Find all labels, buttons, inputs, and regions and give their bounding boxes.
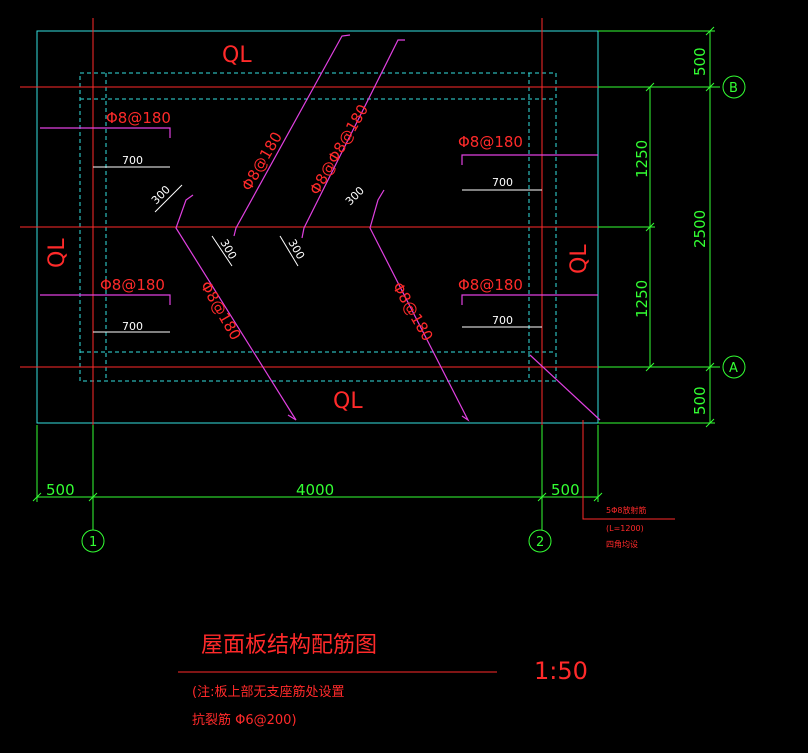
ql-label-right: QL	[567, 244, 592, 274]
drawing-title: 屋面板结构配筋图	[201, 633, 377, 658]
axis-1-label: 1	[89, 535, 97, 550]
dim-lines-right	[598, 26, 720, 428]
rebar-label-right-bottom: Φ8@180	[458, 276, 523, 294]
rebar-label-left-top: Φ8@180	[106, 109, 171, 127]
rebar-diagonal-1	[233, 34, 351, 237]
dim-700-right-bottom: 700	[492, 314, 513, 327]
axis-2-label: 2	[536, 535, 544, 550]
corner-note-line-2: (L=1200)	[606, 524, 644, 533]
dim-700-left-top: 700	[122, 154, 143, 167]
rebar-label-right-top: Φ8@180	[458, 133, 523, 151]
white-dims	[93, 166, 542, 333]
rebar-leader-left-bottom	[40, 294, 171, 305]
rebar-label-diag-1: Φ8@180	[238, 129, 286, 194]
rebar-corner-radial	[529, 354, 601, 421]
dim-right-2500: 2500	[691, 210, 709, 248]
note-line-2: 抗裂筋 Φ6@200)	[192, 712, 297, 728]
rebar-diagonal-2	[301, 39, 405, 239]
corner-note-line-3: 四角均设	[606, 539, 638, 549]
ql-label-left: QL	[45, 238, 70, 268]
note-line-1: (注:板上部无支座筋处设置	[192, 684, 344, 700]
rebar-label-left-bottom: Φ8@180	[100, 276, 165, 294]
dim-300-left: 300	[149, 183, 173, 207]
axis-bubble-a: A	[722, 355, 746, 379]
axis-bubble-2: 2	[528, 529, 552, 553]
rebar-leader-right-top	[461, 154, 598, 165]
dim-bottom-500-right: 500	[551, 481, 580, 499]
corner-note-leader	[582, 420, 675, 520]
ql-label-top: QL	[222, 43, 252, 68]
rebar-label-diag-2: Φ8@Φ8@180	[306, 101, 372, 198]
dim-right-1250-bottom: 1250	[633, 280, 651, 318]
dim-right-500-bottom: 500	[691, 386, 709, 415]
axis-bubble-b: B	[722, 75, 746, 99]
dim-bottom-500-left: 500	[46, 481, 75, 499]
rebar-label-diag-3: Φ8@180	[197, 278, 245, 343]
rebar-diagonal-3	[175, 194, 297, 421]
axis-b-label: B	[729, 81, 738, 96]
ql-label-bottom: QL	[333, 389, 363, 414]
dim-bottom-4000: 4000	[296, 481, 334, 499]
dim-right-500-top: 500	[691, 47, 709, 76]
axis-a-label: A	[729, 361, 738, 376]
rebar-leader-left-top	[40, 127, 171, 138]
dim-lines-bottom	[32, 425, 603, 530]
dim-right-1250-top: 1250	[633, 140, 651, 178]
axis-bubble-1: 1	[81, 529, 105, 553]
dim-300-mid-2: 300	[285, 237, 307, 262]
dim-300-right: 300	[343, 184, 367, 208]
dim-700-right-top: 700	[492, 176, 513, 189]
rebar-leader-right-bottom	[461, 294, 598, 305]
rebar-label-diag-4: Φ8@180	[389, 279, 437, 344]
dim-700-left-bottom: 700	[122, 320, 143, 333]
corner-note-line-1: 5Φ8放射筋	[606, 505, 646, 515]
drawing-scale: 1:50	[534, 657, 588, 685]
rebar-diagonal-4	[369, 189, 470, 422]
rebar-group	[40, 34, 601, 422]
